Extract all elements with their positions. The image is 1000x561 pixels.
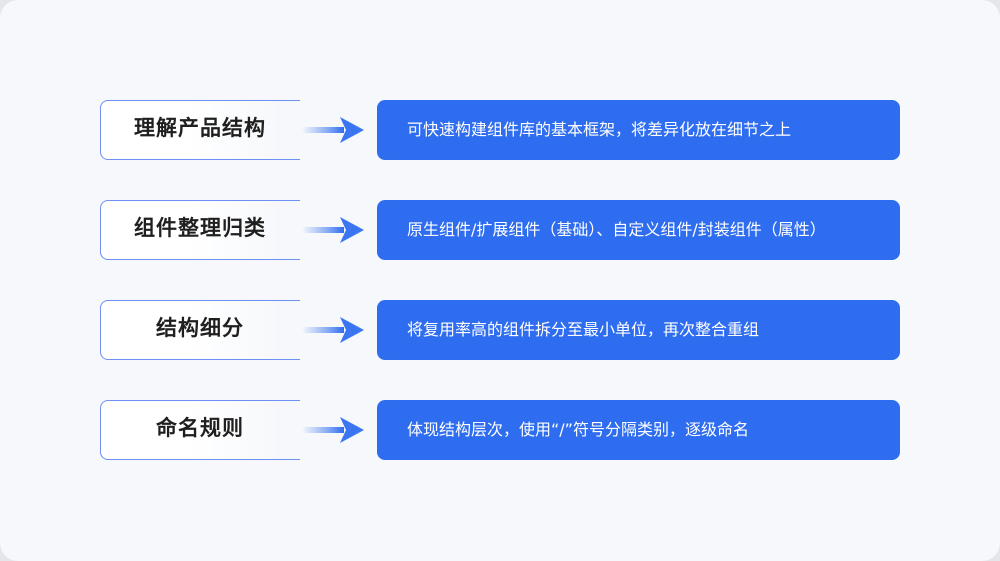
label-box [100,200,300,260]
row-description: 体现结构层次，使用“/”符号分隔类别，逐级命名 [377,400,900,460]
row-description: 原生组件/扩展组件（基础）、自定义组件/封装组件（属性） [377,200,900,260]
arrow-right-icon [302,417,364,443]
row-label: 组件整理归类 [134,216,266,240]
row-description: 将复用率高的组件拆分至最小单位，再次整合重组 [377,300,900,360]
row-label: 结构细分 [156,316,244,340]
label-box [100,300,300,360]
row-structure-breakdown: 结构细分 将复用率高的组件拆分至最小单位，再次整合重组 [0,300,1000,362]
row-label: 命名规则 [156,416,244,440]
arrow-right-icon [302,317,364,343]
row-organize-components: 组件整理归类 原生组件/扩展组件（基础）、自定义组件/封装组件（属性） [0,200,1000,262]
label-box [100,400,300,460]
arrow-right-icon [302,117,364,143]
row-understand-structure: 理解产品结构 可快速构建组件库的基本框架，将差异化放在细节之上 [0,100,1000,162]
arrow-right-icon [302,217,364,243]
label-box [100,100,300,160]
row-label: 理解产品结构 [134,116,266,140]
row-naming-rules: 命名规则 体现结构层次，使用“/”符号分隔类别，逐级命名 [0,400,1000,462]
row-description: 可快速构建组件库的基本框架，将差异化放在细节之上 [377,100,900,160]
